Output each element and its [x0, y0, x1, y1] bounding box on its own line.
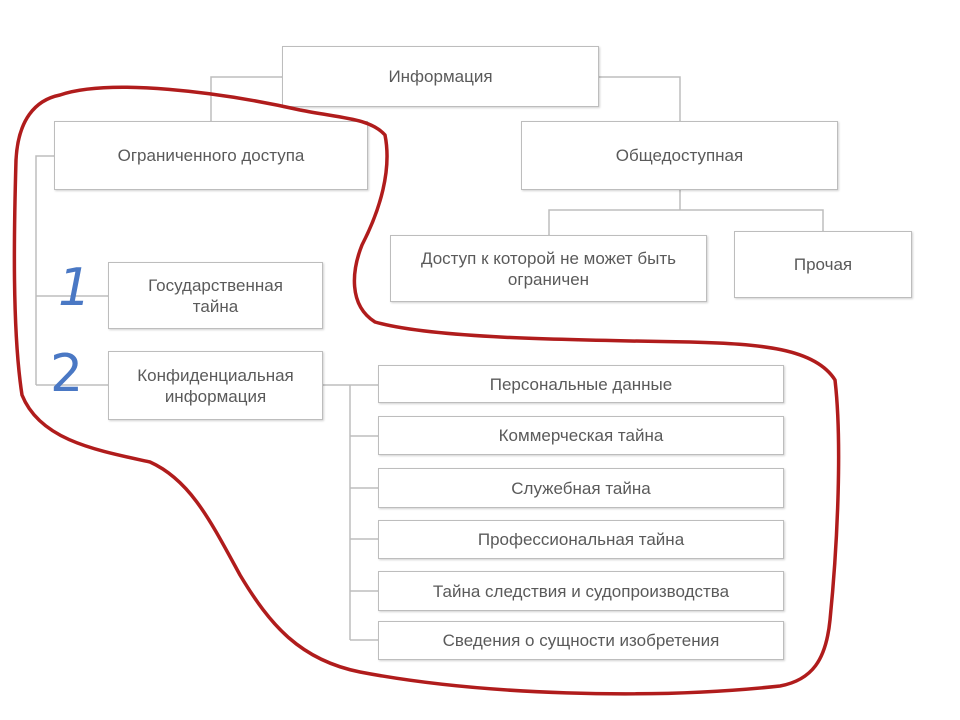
node-public-other: Прочая [734, 231, 912, 298]
node-confidential-item-1: Персональные данные [378, 365, 784, 403]
node-confidential-item-6: Сведения о сущности изобретения [378, 621, 784, 660]
handwritten-mark-2: 2 [50, 344, 84, 404]
node-state-secret-label: Государственная тайна [148, 275, 283, 316]
node-confidential-item-label: Коммерческая тайна [498, 426, 664, 445]
connector-public-unrestricted [548, 209, 680, 235]
node-public-unrestricted: Доступ к которой не может быть ограничен [390, 235, 707, 302]
node-confidential-item-2: Коммерческая тайна [378, 416, 784, 455]
node-restricted: Ограниченного доступа [54, 121, 368, 190]
node-confidential-item-5: Тайна следствия и судопроизводства [378, 571, 784, 611]
node-confidential-item-label: Персональные данные [489, 374, 673, 394]
node-root-label: Информация [388, 67, 493, 86]
node-confidential-label: Конфиденциальная информация [137, 365, 294, 406]
node-confidential-item-3: Служебная тайна [378, 468, 784, 508]
node-state-secret: Государственная тайна [108, 262, 323, 329]
node-public-unrestricted-label: Доступ к которой не может быть ограничен [421, 248, 676, 289]
node-public-other-label: Прочая [793, 255, 853, 274]
handwritten-mark-1: 1 [58, 258, 92, 318]
node-confidential-item-label: Сведения о сущности изобретения [442, 631, 720, 650]
node-root: Информация [282, 46, 599, 107]
node-restricted-label: Ограниченного доступа [117, 146, 305, 165]
node-confidential-item-label: Служебная тайна [511, 478, 651, 498]
node-confidential: Конфиденциальная информация [108, 351, 323, 420]
connector-public-other [680, 209, 824, 231]
node-confidential-item-label: Профессиональная тайна [477, 530, 685, 549]
node-confidential-item-4: Профессиональная тайна [378, 520, 784, 559]
node-confidential-item-label: Тайна следствия и судопроизводства [432, 581, 730, 601]
connector-root-restricted [210, 76, 283, 121]
connector-root-public [598, 76, 681, 121]
node-public: Общедоступная [521, 121, 838, 190]
node-public-label: Общедоступная [615, 146, 744, 165]
